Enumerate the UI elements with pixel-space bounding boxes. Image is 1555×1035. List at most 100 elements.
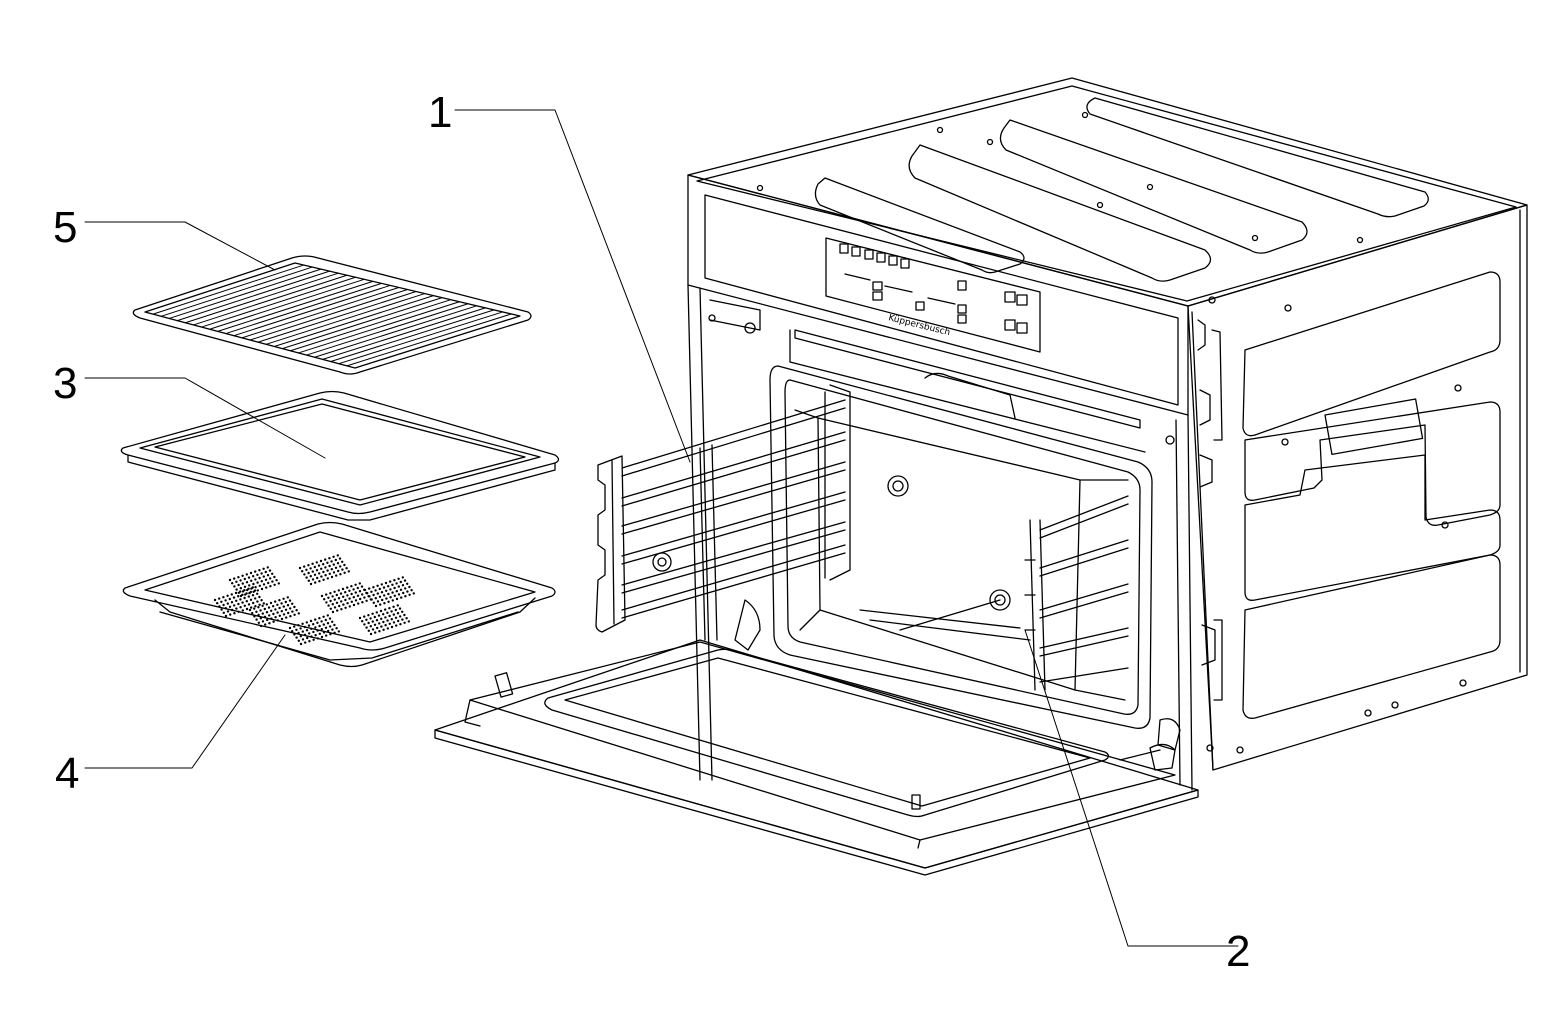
perforation-hole [389,580,392,583]
perforation-hole [320,594,324,598]
grill-wire [282,298,442,349]
baking-tray [121,392,558,521]
callout-leaders [84,109,1239,947]
perforation-hole [324,566,327,569]
perforation-hole [369,632,373,636]
perforation-hole [318,617,321,620]
perforation-hole [243,577,246,581]
perforation-hole [278,599,281,602]
perforation-hole [332,555,335,558]
perforation-hole [282,613,286,616]
perforation-hole [397,585,400,588]
perforation-hole [395,624,398,627]
perforation-hole [335,627,338,630]
perforation-hole [270,609,273,612]
perforation-hole [241,574,244,577]
perforation-hole [316,621,319,624]
perforation-hole [257,613,260,617]
perforation-hole [401,610,404,613]
perforation-hole [324,574,327,577]
perforation-hole [274,608,277,611]
perforation-hole [262,583,266,586]
perforation-hole [297,624,300,627]
perforation-hole [307,624,311,627]
perforation-hole [391,591,394,594]
perforation-hole [348,597,351,600]
perforation-hole [335,601,339,604]
perforation-hole [288,599,292,602]
perforation-hole [331,610,335,614]
perforation-hole [329,633,332,636]
perforation-hole [252,582,255,586]
perforation-hole [280,610,283,613]
perforation-hole [339,573,342,576]
perforation-hole [269,601,273,605]
perforation-hole [376,584,379,587]
brand-label: Küppersbusch [887,313,951,338]
perforation-hole [401,576,404,579]
perforation-hole [408,593,411,596]
perforation-hole [382,613,385,616]
perforation-hole [239,598,242,601]
grill-wire [226,283,382,333]
perforation-hole [346,594,349,597]
perforation-hole [328,572,331,575]
perforation-hole [233,585,236,588]
perforation-hole [350,592,353,596]
perforation-hole [308,632,311,635]
perforation-hole [262,575,265,578]
perforation-hole [288,626,292,630]
leader-1 [454,109,691,463]
perforation-hole [262,602,265,605]
perforation-hole [231,608,234,612]
perforation-hole [380,625,383,628]
perforation-hole [401,618,404,621]
perforation-hole [338,604,341,608]
grill-wire [274,296,433,347]
perforation-hole [237,602,240,606]
perforation-hole [336,554,339,557]
perforation-hole [410,589,413,592]
perforation-hole [260,572,263,575]
perforation-hole [406,582,409,585]
perforation-hole [373,623,377,626]
perforation-hole [358,616,362,620]
leader-2 [1024,629,1239,947]
perforation-hole [256,600,259,603]
perforation-hole [237,610,240,613]
perforation-hole [233,612,236,615]
perforation-hole [263,615,267,618]
perforation-hole [379,603,382,606]
perforation-hole [277,582,280,585]
callout-labels: 1 2 3 4 5 [53,88,1250,976]
perforation-hole [305,621,308,624]
perforation-hole [339,592,343,595]
perforation-hole [312,630,315,634]
perforation-hole [396,612,400,615]
perforation-grid [213,554,415,646]
perforation-hole [286,596,289,599]
perforation-hole [333,590,336,593]
perforation-hole [228,597,231,601]
perforation-hole [315,569,319,572]
perforation-hole [316,576,319,580]
perforation-hole [316,637,319,640]
perforation-hole [274,616,277,619]
perforation-hole [318,624,321,628]
perforation-hole [318,580,321,583]
perforation-hole [347,570,350,573]
perforation-hole [293,613,296,616]
perforation-hole [386,627,389,630]
perforation-hole [234,591,238,595]
perforation-hole [328,617,332,620]
perforation-hole [237,576,240,579]
perforation-hole [280,602,283,605]
perforation-hole [309,575,312,578]
perforation-hole [235,580,238,583]
perforation-hole [348,589,351,592]
perforation-hole [311,578,315,581]
grill-wire [266,294,425,345]
grill-wire-lines [153,265,511,366]
perforation-hole [237,583,240,587]
